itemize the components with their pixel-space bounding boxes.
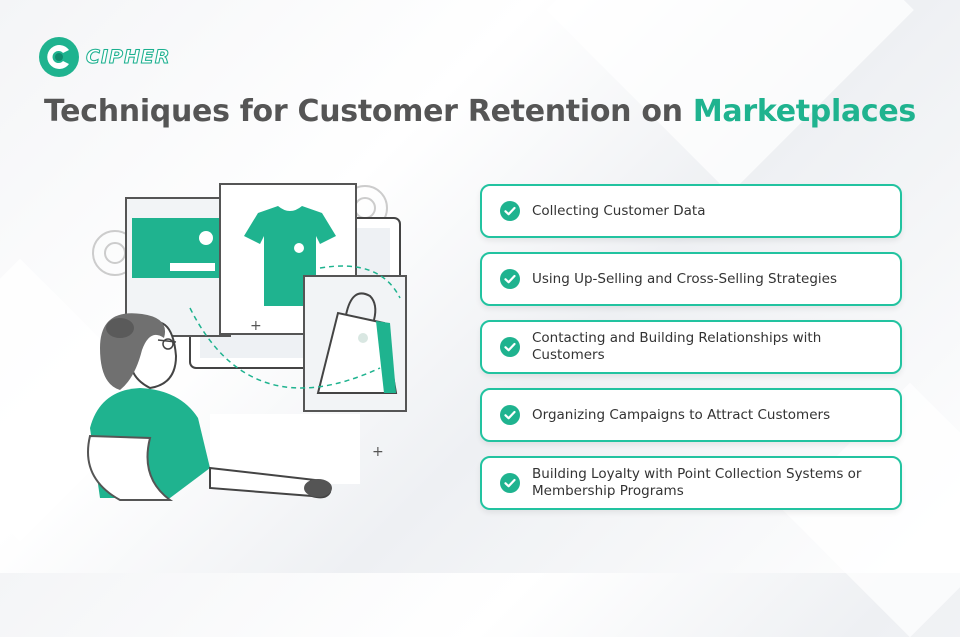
title-accent: Marketplaces — [692, 94, 916, 129]
page-title: Techniques for Customer Retention on Mar… — [0, 94, 960, 129]
svg-text:+: + — [250, 318, 262, 334]
check-circle-icon — [500, 269, 520, 289]
person-avatar — [87, 313, 332, 501]
brand-logo[interactable]: CIPHER — [38, 36, 170, 78]
list-item: Contacting and Building Relationships wi… — [480, 320, 902, 374]
brand-name: CIPHER — [85, 46, 171, 69]
techniques-list: Collecting Customer Data Using Up-Sellin… — [480, 184, 902, 524]
list-item: Collecting Customer Data — [480, 184, 902, 238]
list-item-label: Contacting and Building Relationships wi… — [532, 330, 822, 363]
check-circle-icon — [500, 337, 520, 357]
check-circle-icon — [500, 473, 520, 493]
list-item-label: Building Loyalty with Point Collection S… — [532, 466, 862, 499]
list-item: Using Up-Selling and Cross-Selling Strat… — [480, 252, 902, 306]
card-icon — [125, 197, 231, 337]
list-item-label: Using Up-Selling and Cross-Selling Strat… — [532, 270, 838, 287]
list-item: Building Loyalty with Point Collection S… — [480, 456, 902, 510]
shopping-bag-icon — [303, 275, 407, 412]
list-item-label: Collecting Customer Data — [532, 202, 706, 219]
shopping-illustration: + + — [87, 183, 407, 501]
check-circle-icon — [500, 405, 520, 425]
list-item: Organizing Campaigns to Attract Customer… — [480, 388, 902, 442]
svg-text:+: + — [372, 444, 384, 460]
check-circle-icon — [500, 201, 520, 221]
list-item-label: Organizing Campaigns to Attract Customer… — [532, 406, 831, 423]
title-main: Techniques for Customer Retention on — [44, 94, 693, 129]
cipher-logo-icon — [39, 37, 79, 77]
